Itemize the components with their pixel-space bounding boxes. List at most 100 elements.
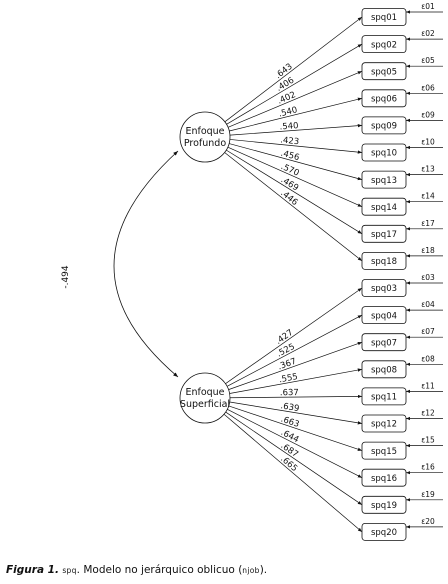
loading-path (229, 139, 363, 154)
caption-text: . Modelo no jerárquico oblicuo ( (76, 564, 243, 576)
loading-path (226, 43, 363, 125)
loading-path (227, 70, 363, 128)
loading-path (225, 287, 363, 384)
figure-caption: Figura 1. spq. Modelo no jerárquico obli… (6, 564, 267, 576)
error-label: ε13 (421, 165, 435, 174)
error-label: ε14 (421, 192, 435, 201)
error-label: ε11 (421, 381, 435, 390)
item-box (361, 197, 407, 216)
item-box (361, 35, 407, 53)
item-box (361, 251, 407, 270)
loading-path (228, 405, 363, 451)
factor-label: Enfoque (185, 126, 224, 137)
loading-path (227, 409, 363, 479)
item-box (361, 495, 407, 514)
model-abbrev: njob (242, 566, 260, 575)
item-box (361, 468, 407, 487)
loading-path (228, 341, 363, 390)
item-box (361, 143, 407, 162)
item-label: spq11 (371, 393, 397, 403)
item-box (361, 279, 407, 297)
error-label: ε19 (421, 490, 435, 499)
item-box (361, 333, 407, 352)
item-label: spq20 (371, 528, 397, 538)
item-label: spq14 (371, 203, 397, 213)
error-label: ε20 (421, 517, 435, 526)
item-box (361, 116, 407, 135)
error-label: ε16 (421, 463, 435, 472)
caption-text-end: ). (259, 564, 268, 576)
item-box (361, 8, 407, 26)
item-label: spq05 (371, 67, 397, 77)
loading-label: .637 (280, 388, 299, 398)
error-label: ε10 (421, 138, 435, 147)
correlation-label: -.494 (61, 265, 71, 289)
item-label: spq04 (371, 311, 397, 321)
factor-label: Profundo (184, 138, 226, 149)
loading-label: .423 (280, 135, 300, 147)
error-label: ε06 (421, 83, 435, 92)
error-label: ε04 (421, 300, 435, 309)
item-label: spq12 (371, 420, 397, 430)
error-label: ε15 (421, 436, 435, 445)
loading-path (225, 411, 363, 506)
error-label: ε01 (421, 2, 435, 11)
item-box (361, 387, 407, 406)
item-label: spq01 (371, 13, 397, 23)
item-label: spq06 (371, 95, 397, 105)
error-label: ε09 (421, 110, 435, 119)
error-label: ε03 (421, 273, 435, 282)
item-label: spq08 (371, 366, 397, 376)
correlation-arc (113, 150, 179, 378)
error-label: ε05 (421, 56, 435, 65)
loading-path (229, 124, 363, 136)
loading-label: .555 (278, 372, 298, 385)
item-label: spq19 (371, 501, 397, 511)
loading-label: .639 (280, 401, 300, 414)
loading-path (226, 314, 363, 387)
item-label: spq07 (371, 338, 397, 348)
item-box (361, 89, 407, 108)
item-label: spq09 (371, 122, 397, 132)
figure-label: Figura 1. (6, 564, 59, 576)
loading-path (224, 16, 363, 123)
item-label: spq18 (371, 257, 397, 267)
loading-path (224, 152, 363, 262)
item-box (361, 441, 407, 460)
error-label: ε08 (421, 354, 435, 363)
loading-path (229, 143, 363, 181)
item-box (361, 170, 407, 189)
item-label: spq17 (371, 230, 397, 240)
error-label: ε18 (421, 246, 435, 255)
loading-label: .540 (278, 105, 299, 119)
factor-ellipse (179, 372, 231, 424)
loading-path (229, 394, 363, 399)
item-label: spq10 (371, 149, 397, 159)
item-box (361, 224, 407, 243)
item-box (361, 523, 407, 541)
error-label: ε02 (421, 29, 435, 38)
item-box (361, 414, 407, 433)
error-label: ε07 (421, 327, 435, 336)
item-box (361, 306, 407, 325)
item-label: spq02 (371, 40, 397, 50)
item-label: spq03 (371, 284, 397, 294)
factor-ellipse (179, 111, 231, 163)
error-label: ε17 (421, 219, 435, 228)
item-box (361, 62, 407, 81)
item-label: spq15 (371, 447, 397, 457)
loading-path (227, 146, 363, 208)
loading-path (229, 401, 363, 425)
loading-path (223, 413, 363, 533)
item-label: spq13 (371, 176, 397, 186)
loading-path (229, 368, 363, 394)
loading-label: .456 (280, 149, 301, 164)
loading-path (229, 97, 363, 132)
factor-label: Enfoque (185, 387, 224, 398)
item-box (361, 360, 407, 379)
loading-label: .540 (279, 121, 299, 132)
spq-abbrev: spq (62, 566, 77, 575)
loading-path (226, 149, 363, 235)
factor-label: Superficial (180, 399, 230, 410)
